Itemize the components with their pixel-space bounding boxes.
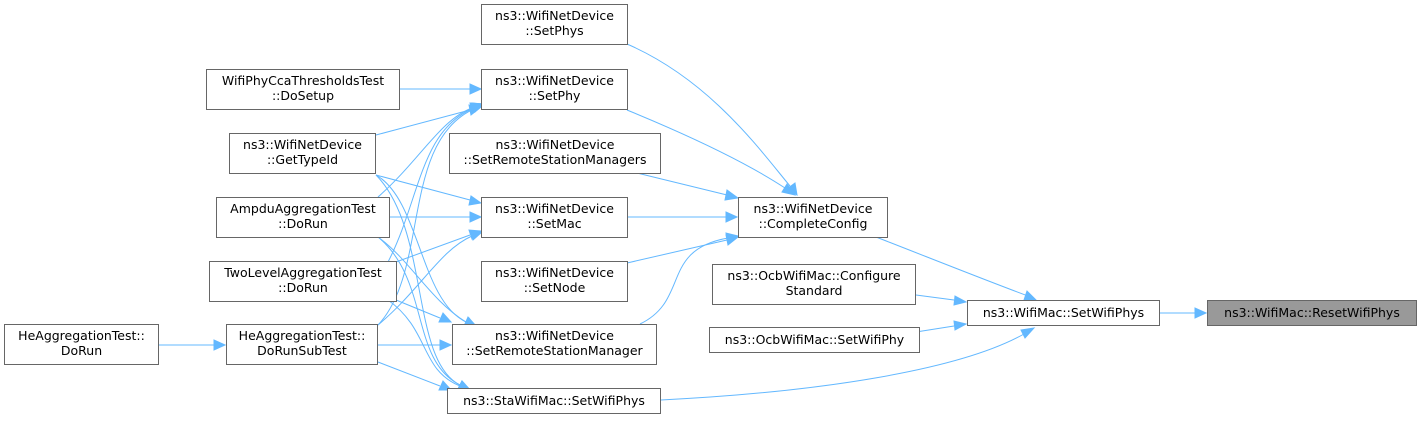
node-label-line-2: ::SetRemoteStationManager bbox=[466, 343, 643, 358]
node-wifinetdevice-setremotestationmanager[interactable]: ns3::WifiNetDevice ::SetRemoteStationMan… bbox=[452, 324, 657, 365]
node-heaggregationtest-dorun[interactable]: HeAggregationTest:: DoRun bbox=[4, 324, 159, 365]
edge-twolevel-to-sta-setwifiphys bbox=[387, 299, 472, 391]
edge-sta-setwifiphys-to-setwifiphys bbox=[660, 327, 1036, 401]
node-label-line-1: AmpduAggregationTest bbox=[230, 201, 376, 216]
node-stawifimac-setwifiphys[interactable]: ns3::StaWifiMac::SetWifiPhys bbox=[447, 388, 661, 414]
node-label-line-1: ns3::WifiNetDevice bbox=[495, 201, 614, 216]
edge-setphy-to-completeconfig bbox=[626, 109, 797, 196]
node-heaggregationtest-dorunsubtest[interactable]: HeAggregationTest:: DoRunSubTest bbox=[226, 324, 378, 365]
node-label-line-2: ::DoRun bbox=[278, 216, 328, 231]
node-label: ns3::WifiMac::ResetWifiPhys bbox=[1224, 305, 1400, 320]
node-label: ns3::WifiMac::SetWifiPhys bbox=[983, 305, 1144, 320]
edge-ampdu-to-setmac bbox=[390, 211, 483, 223]
node-label-line-1: ns3::WifiNetDevice bbox=[495, 73, 614, 88]
edge-ocb-setwifiphy-to-setwifiphys bbox=[915, 320, 968, 333]
node-label-line-2: Standard bbox=[786, 283, 843, 298]
node-label-line-1: ns3::WifiNetDevice bbox=[243, 137, 362, 152]
node-twolevelaggregationtest-dorun[interactable]: TwoLevelAggregationTest ::DoRun bbox=[209, 261, 397, 302]
node-wifinetdevice-setphys[interactable]: ns3::WifiNetDevice ::SetPhys bbox=[481, 4, 628, 45]
edge-twolevel-to-setremotestationmanager bbox=[395, 299, 453, 323]
edge-hesubtest-to-sta-setwifiphys bbox=[377, 361, 453, 391]
edge-ocb-configurestandard-to-setwifiphys bbox=[915, 294, 968, 306]
node-label-line-1: ns3::WifiNetDevice bbox=[495, 8, 614, 23]
node-wifimac-resetwifiphys[interactable]: ns3::WifiMac::ResetWifiPhys bbox=[1207, 300, 1417, 326]
edge-setremotestationmanagers-to-completeconfig bbox=[636, 172, 740, 201]
node-label-line-2: DoRun bbox=[61, 343, 102, 358]
node-label-line-2: ::GetTypeId bbox=[267, 152, 338, 167]
node-label-line-1: WifiPhyCcaThresholdsTest bbox=[222, 73, 384, 88]
node-label-line-1: ns3::WifiNetDevice bbox=[496, 137, 615, 152]
node-label-line-2: ::SetPhys bbox=[525, 23, 583, 38]
node-label-line-2: ::CompleteConfig bbox=[759, 216, 868, 231]
node-label-line-2: ::SetPhy bbox=[529, 88, 581, 103]
edge-hesubtest-to-setremotestationmanager bbox=[378, 339, 453, 351]
edge-setwifiphys-to-resetwifiphys bbox=[1160, 307, 1208, 319]
node-wifinetdevice-setnode[interactable]: ns3::WifiNetDevice ::SetNode bbox=[481, 261, 628, 302]
edge-setmac-to-completeconfig bbox=[627, 211, 739, 223]
edge-hedorun-to-hesubtest bbox=[158, 339, 227, 351]
node-wifiphyccathresholdstest-dosetup[interactable]: WifiPhyCcaThresholdsTest ::DoSetup bbox=[206, 69, 400, 110]
edge-twolevel-to-setphy bbox=[387, 102, 485, 263]
node-label-line-2: ::DoRun bbox=[278, 280, 328, 295]
node-label-line-1: ns3::OcbWifiMac::Configure bbox=[727, 268, 901, 283]
edge-setremotestationmanager-to-completeconfig bbox=[639, 232, 740, 325]
node-label-line-1: ns3::WifiNetDevice bbox=[495, 328, 614, 343]
node-label-line-1: TwoLevelAggregationTest bbox=[223, 265, 382, 280]
edge-gettypeid-to-setmac bbox=[375, 174, 483, 206]
node-label-line-1: ns3::WifiNetDevice bbox=[754, 201, 873, 216]
node-wifinetdevice-setremotestationmanagers[interactable]: ns3::WifiNetDevice ::SetRemoteStationMan… bbox=[449, 133, 661, 174]
node-wifimac-setwifiphys[interactable]: ns3::WifiMac::SetWifiPhys bbox=[967, 300, 1160, 326]
edge-ccathresholds-to-setphy bbox=[400, 83, 483, 95]
node-wifinetdevice-setphy[interactable]: ns3::WifiNetDevice ::SetPhy bbox=[481, 69, 628, 110]
node-wifinetdevice-completeconfig[interactable]: ns3::WifiNetDevice ::CompleteConfig bbox=[738, 197, 888, 238]
node-wifinetdevice-setmac[interactable]: ns3::WifiNetDevice ::SetMac bbox=[481, 197, 628, 238]
edges bbox=[158, 43, 1208, 401]
nodes: ns3::WifiMac::ResetWifiPhys ns3::WifiMac… bbox=[4, 4, 1417, 414]
node-label-line-2: DoRunSubTest bbox=[257, 343, 347, 358]
node-label-line-2: ::DoSetup bbox=[272, 88, 334, 103]
node-ampduaggregationtest-dorun[interactable]: AmpduAggregationTest ::DoRun bbox=[216, 197, 390, 238]
node-label: ns3::OcbWifiMac::SetWifiPhy bbox=[725, 332, 905, 347]
node-wifinetdevice-gettypeid[interactable]: ns3::WifiNetDevice ::GetTypeId bbox=[229, 133, 376, 174]
node-label-line-1: HeAggregationTest:: bbox=[18, 328, 145, 343]
node-ocbwifimac-configurestandard[interactable]: ns3::OcbWifiMac::Configure Standard bbox=[712, 264, 916, 305]
node-ocbwifimac-setwifiphy[interactable]: ns3::OcbWifiMac::SetWifiPhy bbox=[709, 327, 920, 353]
node-label-line-2: ::SetNode bbox=[524, 280, 586, 295]
node-label-line-1: HeAggregationTest:: bbox=[239, 328, 366, 343]
edge-twolevel-to-setmac bbox=[395, 229, 483, 263]
node-label: ns3::StaWifiMac::SetWifiPhys bbox=[463, 393, 645, 408]
node-label-line-1: ns3::WifiNetDevice bbox=[495, 265, 614, 280]
node-label-line-2: ::SetMac bbox=[527, 216, 581, 231]
node-label-line-2: ::SetRemoteStationManagers bbox=[464, 152, 647, 167]
